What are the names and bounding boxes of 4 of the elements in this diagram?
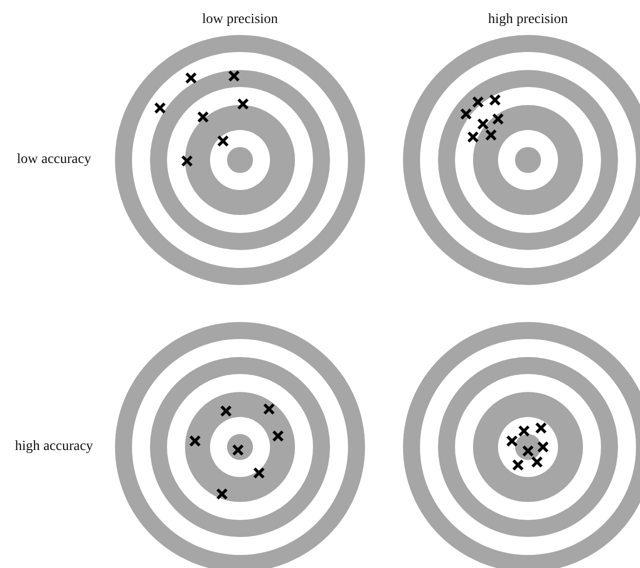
column-heading: low precision <box>202 12 278 28</box>
column-heading: high precision <box>488 12 568 28</box>
row-heading: high accuracy <box>14 439 94 455</box>
row-heading: low accuracy <box>16 152 92 168</box>
